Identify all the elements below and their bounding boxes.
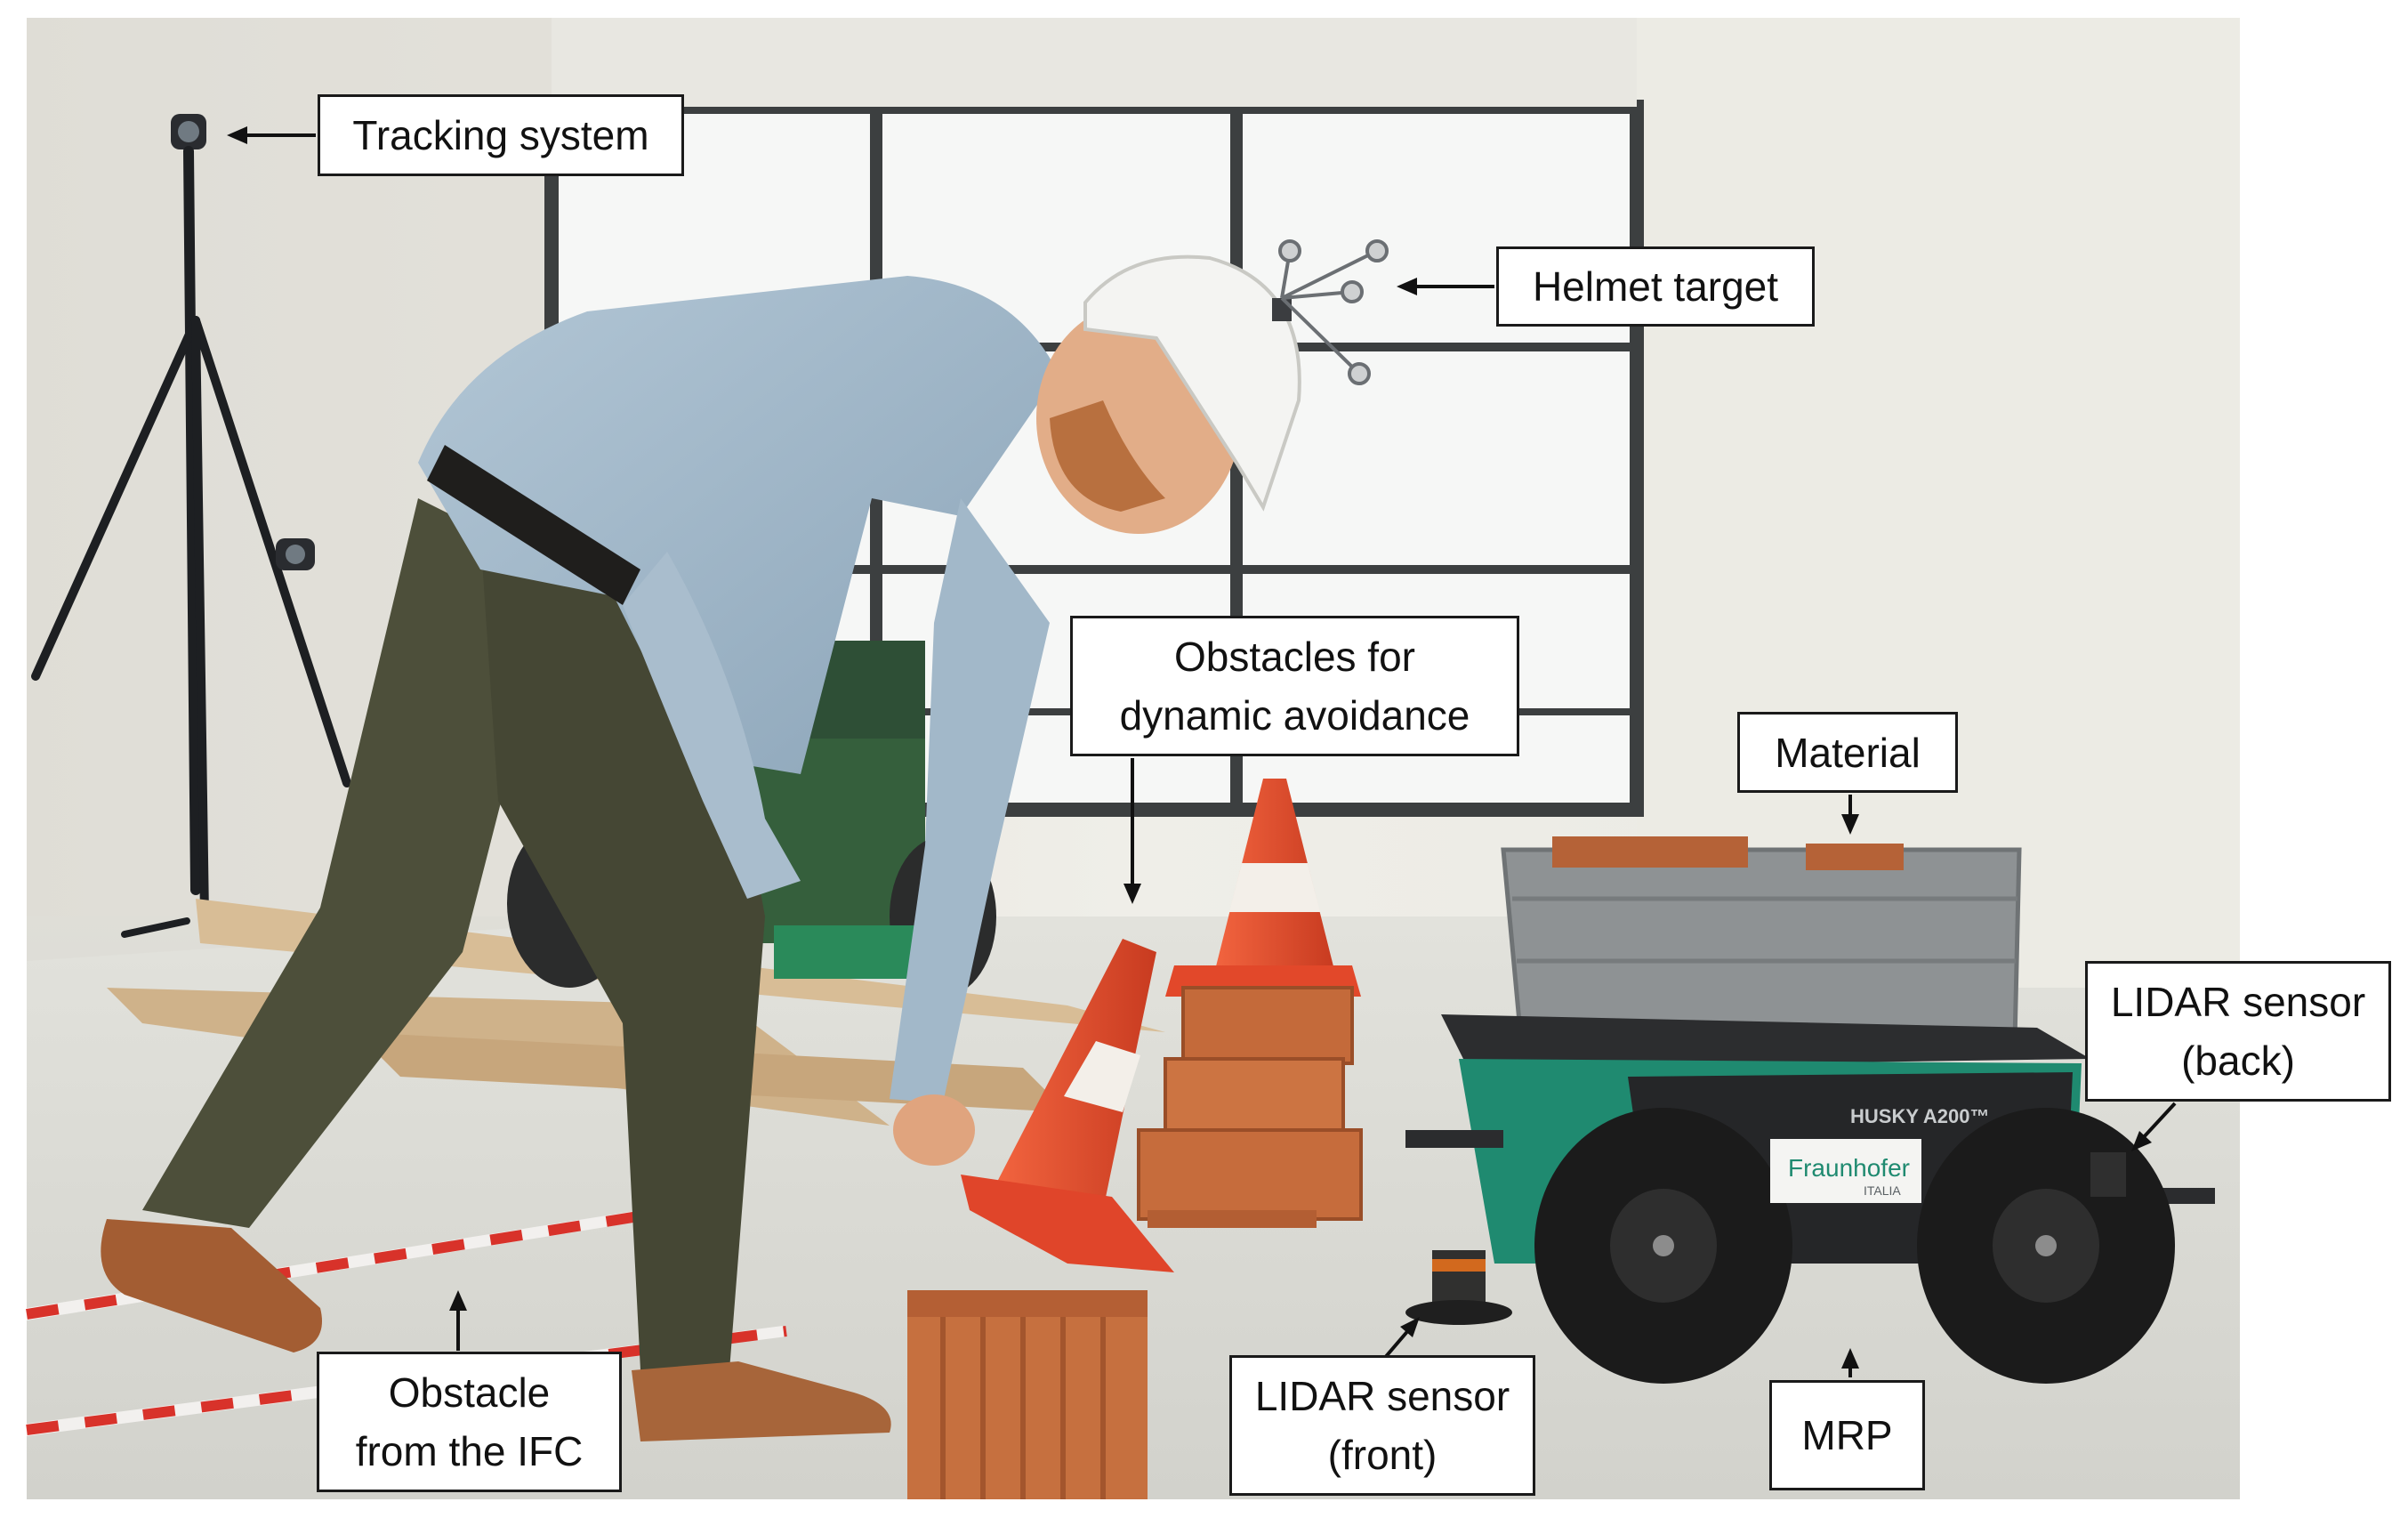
label-lidar-sensor-back: LIDAR sensor (back) — [2085, 961, 2391, 1102]
label-text: Tracking system — [352, 112, 649, 158]
label-text-line2: (front) — [1327, 1432, 1438, 1478]
label-lidar-sensor-front: LIDAR sensor (front) — [1229, 1355, 1535, 1496]
label-tracking-system: Tracking system — [318, 94, 684, 176]
label-text-line1: LIDAR sensor — [1254, 1373, 1510, 1419]
foreground-brick — [907, 1290, 1148, 1499]
pointer-arrows — [227, 126, 2177, 1377]
mobile-robot: HUSKY A200™ Fraunhofer ITALIA — [1405, 836, 2215, 1384]
helmet-target-markers — [1278, 239, 1389, 385]
label-text-line2: dynamic avoidance — [1119, 692, 1470, 739]
label-text-line2: (back) — [2181, 1038, 2295, 1084]
label-obstacle-from-ifc: Obstacle from the IFC — [317, 1352, 622, 1492]
arrow-lidar-back — [2140, 1102, 2177, 1141]
man — [101, 239, 1389, 1441]
label-material: Material — [1737, 712, 1958, 793]
label-mrp: MRP — [1769, 1380, 1925, 1490]
robot-brand-panel — [1770, 1139, 1921, 1203]
label-obstacles-dynamic-avoidance: Obstacles for dynamic avoidance — [1070, 616, 1519, 756]
label-text: Material — [1775, 729, 1921, 776]
robot-model-decal: HUSKY A200™ — [1850, 1105, 1990, 1127]
arrow-lidar-front — [1381, 1327, 1412, 1361]
wall-pillar — [1637, 18, 2240, 988]
front-lidar-sensor — [1432, 1250, 1486, 1304]
robot-brand-decal: Fraunhofer — [1788, 1154, 1910, 1182]
label-text-line1: LIDAR sensor — [2110, 979, 2366, 1025]
brick-stack — [1137, 986, 1363, 1228]
cone-tipped — [961, 939, 1174, 1272]
label-helmet-target: Helmet target — [1496, 246, 1815, 327]
label-text-line1: Obstacle — [388, 1369, 551, 1416]
label-text-line2: from the IFC — [355, 1428, 584, 1474]
label-text-line1: Obstacles for — [1174, 634, 1415, 680]
tracking-tripod — [31, 114, 351, 938]
back-lidar-sensor — [2090, 1152, 2126, 1197]
label-text: MRP — [1801, 1412, 1893, 1458]
label-text: Helmet target — [1532, 263, 1779, 310]
robot-brand-sub-decal: ITALIA — [1864, 1183, 1901, 1198]
